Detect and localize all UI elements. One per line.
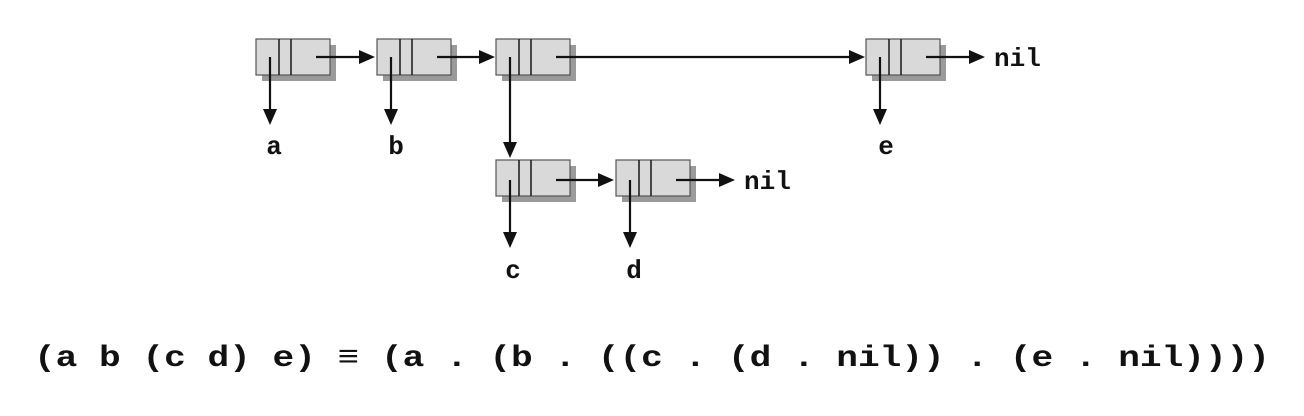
cons-cell-c1 [255,38,336,81]
car-arrow-c4-c [503,180,517,248]
cdr-arrow-c5-nil [676,173,735,187]
cdr-arrow-c3-c6 [556,50,865,64]
cdr-arrow-c2-c3 [437,50,495,64]
nil-label-top: nil [994,44,1041,74]
cons-cell-c2 [376,38,457,81]
atom-label-d: d [626,256,642,286]
atom-label-a: a [266,132,282,162]
cons-cell-c3 [495,38,576,81]
car-arrow-c2-b [384,57,398,125]
cdr-arrow-c6-nil [926,50,985,64]
cdr-arrow-c4-c5 [556,173,614,187]
car-arrow-c1-a [263,57,277,125]
car-arrow-c3-c4 [503,57,517,158]
cons-cell-c6 [865,38,946,81]
cdr-arrow-c1-c2 [316,50,375,64]
atom-label-b: b [388,132,404,162]
cons-cell-c4 [495,159,576,202]
atom-label-e: e [878,132,894,162]
atom-label-c: c [505,256,521,286]
car-arrow-c5-d [623,180,637,248]
car-arrow-c6-e [873,57,887,125]
cons-cell-c5 [615,159,696,202]
nil-label-middle: nil [744,167,791,197]
caption-equivalence: (a b (c d) e) ≡ (a . (b . ((c . (d . nil… [34,342,1270,376]
